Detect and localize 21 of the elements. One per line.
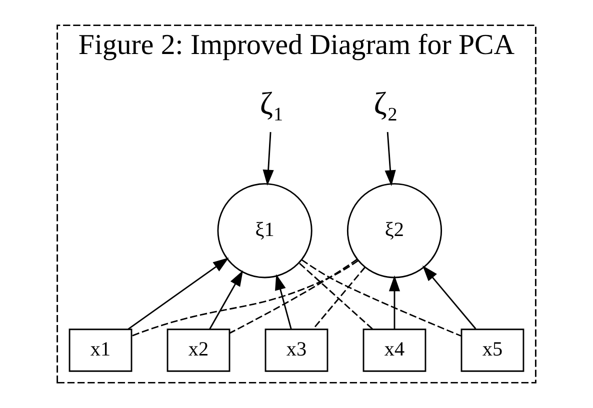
node-box: x4 [362,328,426,372]
arrow [128,258,229,330]
node-circle: ξ2 [346,183,442,278]
arrow [262,132,274,186]
node-text: ζ₂ [374,86,398,122]
connector [132,260,358,336]
arrow [384,132,396,186]
connector [229,258,358,334]
arrow [275,274,292,330]
node-text: ζ₁ [260,86,284,122]
connector [301,259,462,337]
arrow [388,275,400,330]
arrow [422,265,476,330]
node-box: x1 [68,328,132,372]
connector [312,266,366,330]
node-circle: ξ1 [217,183,312,278]
node-box: x5 [460,328,524,372]
node-box: x3 [264,328,328,372]
arrow [209,270,244,330]
node-box: x2 [166,328,230,372]
connector [299,262,374,330]
